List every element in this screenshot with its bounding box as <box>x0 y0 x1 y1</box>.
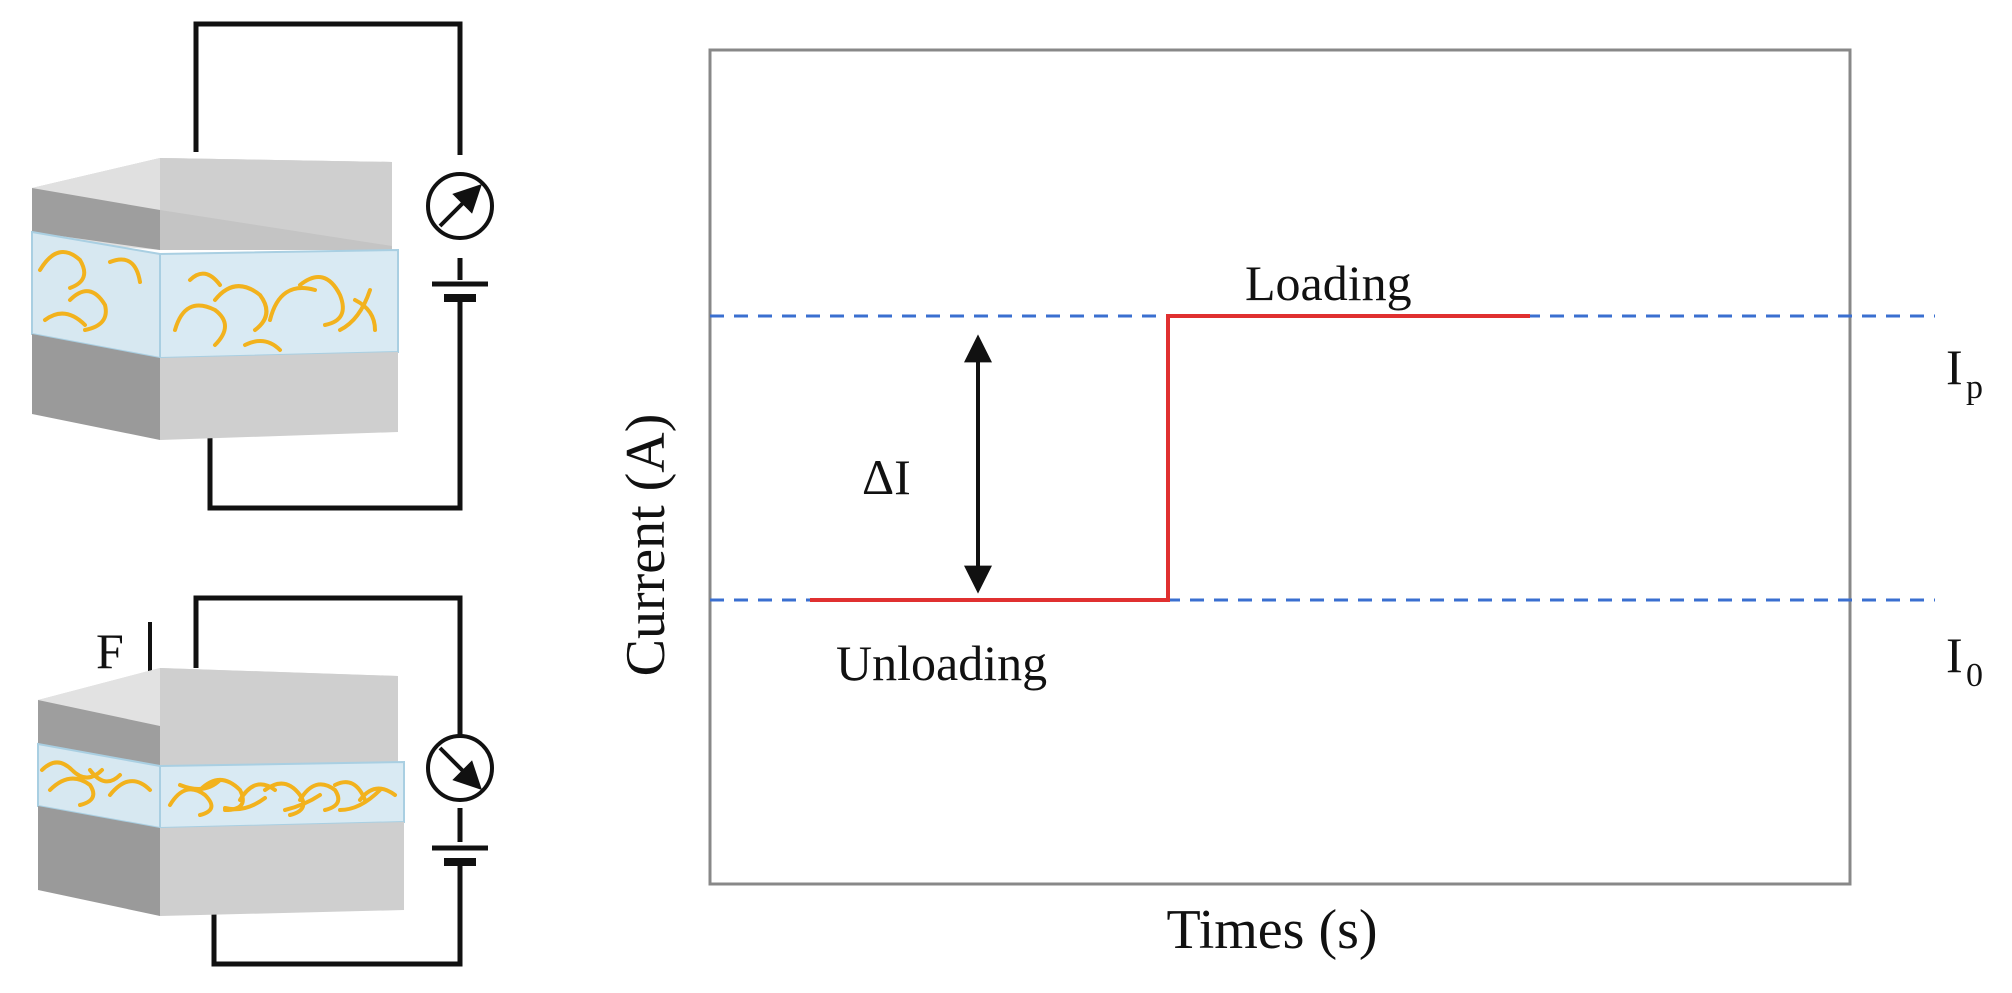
chart: Loading Unloading ΔI Current (A) Times (… <box>615 48 1983 961</box>
y-axis-label: Current (A) <box>615 414 677 677</box>
bottom-bottom-plate-front <box>160 822 404 916</box>
chart-frame <box>708 48 1852 886</box>
top-circuit-wire-bottom <box>207 302 463 511</box>
current-signal-line <box>810 314 1530 602</box>
x-axis-label: Times (s) <box>1166 899 1377 961</box>
bottom-circuit-wire <box>193 595 463 740</box>
bottom-fibers <box>40 760 397 817</box>
battery-icon <box>432 281 488 302</box>
delta-i-label: ΔI <box>862 449 911 505</box>
i0-label-sub: 0 <box>1966 657 1983 694</box>
top-bottom-plate-side <box>32 334 160 440</box>
top-circuit-wire <box>193 21 463 155</box>
top-bottom-plate-front <box>160 352 398 440</box>
i0-label: I 0 <box>1946 627 1983 694</box>
loading-label: Loading <box>1245 255 1412 311</box>
battery-icon-bottom <box>432 845 488 866</box>
force-label: F <box>96 623 124 679</box>
ammeter-icon-bottom <box>426 734 494 802</box>
ip-label-main: I <box>1946 339 1963 395</box>
ip-label: I p <box>1946 339 1983 406</box>
ammeter-icon <box>426 172 494 240</box>
bottom-device: F <box>37 595 494 967</box>
top-fibers <box>38 250 377 352</box>
top-device <box>31 21 494 511</box>
unloading-label: Unloading <box>836 635 1047 691</box>
bottom-bottom-plate-side <box>38 806 160 916</box>
ip-label-sub: p <box>1966 369 1983 406</box>
bottom-circuit-wire-bottom <box>211 866 463 967</box>
i0-label-main: I <box>1946 627 1963 683</box>
